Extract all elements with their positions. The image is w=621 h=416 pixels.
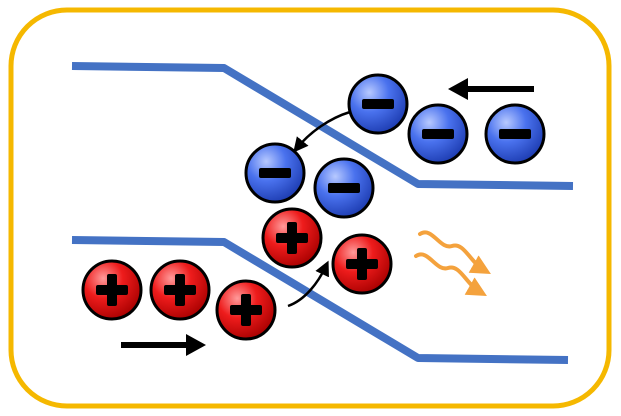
minus-sign-icon <box>259 168 291 178</box>
electron-2 <box>407 103 469 165</box>
hole-1 <box>261 207 323 269</box>
hole-2 <box>331 233 393 295</box>
electron-3 <box>484 103 546 165</box>
minus-sign-icon <box>422 129 454 139</box>
minus-sign-icon <box>362 99 394 109</box>
hole-4 <box>149 259 211 321</box>
arrow-right-icon <box>121 334 206 356</box>
wavy-light-icon <box>414 230 491 296</box>
valence-band-line <box>71 236 569 364</box>
minus-sign-icon <box>328 183 360 193</box>
plus-sign-icon <box>164 274 196 306</box>
charge-carriers <box>81 73 546 341</box>
electron-5 <box>313 157 375 219</box>
electron-4 <box>244 142 306 204</box>
plus-sign-icon <box>276 222 308 254</box>
minus-sign-icon <box>499 129 531 139</box>
hole-5 <box>215 279 277 341</box>
plus-sign-icon <box>346 248 378 280</box>
hole-recombination-arrow <box>287 260 329 308</box>
plus-sign-icon <box>96 274 128 306</box>
plus-sign-icon <box>230 294 262 326</box>
electron-recombination-arrow <box>293 110 351 153</box>
arrow-left-icon <box>448 78 534 100</box>
electron-1 <box>347 73 409 135</box>
hole-3 <box>81 259 143 321</box>
